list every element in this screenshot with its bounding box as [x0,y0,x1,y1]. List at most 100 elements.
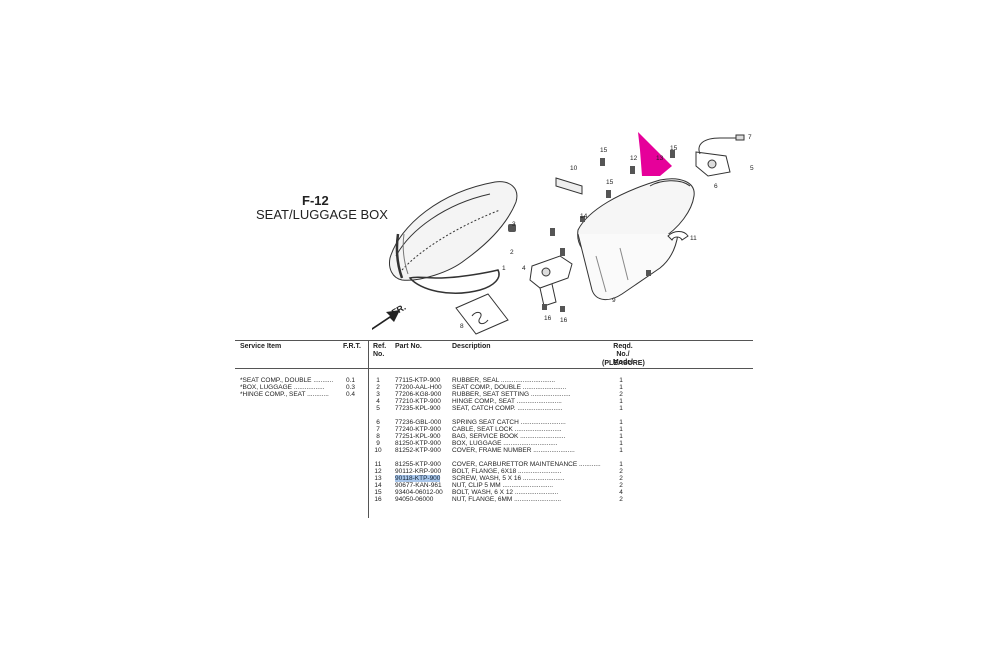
luggage-box-drawing [577,178,695,300]
part-quantity: 1 [619,426,623,433]
part-row[interactable]: 6 77236-GBL-000 SPRING SEAT CATCH ......… [370,419,640,426]
part-row[interactable]: 2 77200-AAL-H00 SEAT COMP., DOUBLE .....… [370,384,640,391]
part-description: BAG, SERVICE BOOK ......................… [452,433,566,440]
part-row[interactable]: 3 77206-KG8-900 RUBBER, SEAT SETTING ...… [370,391,640,398]
table-divider [368,340,369,518]
callout-label: 1 [502,265,506,272]
part-number: 93404-06012-00 [395,489,443,496]
part-quantity: 2 [619,475,623,482]
part-number: 77115-KTP-900 [395,377,441,384]
part-number: 90112-KRP-900 [395,468,442,475]
part-description: BOLT, WASH, 6 X 12 .....................… [452,489,559,496]
part-quantity: 2 [619,496,623,503]
part-description: RUBBER, SEAT SETTING ...................… [452,391,571,398]
part-quantity: 2 [619,482,623,489]
header-service-item: Service Item [240,343,282,350]
part-row[interactable]: 4 77210-KTP-900 HINGE COMP., SEAT ......… [370,398,640,405]
service-item-row: *BOX, LUGGAGE ................. 0.3 [240,384,360,391]
part-row[interactable]: 10 81252-KTP-900 COVER, FRAME NUMBER ...… [370,447,640,454]
callout-label: 16 [560,317,568,324]
part-ref: 3 [376,391,380,398]
front-direction-arrow [372,310,400,330]
service-item-row: *HINGE COMP., SEAT ............ 0.4 [240,391,360,398]
highlight-marker [638,132,672,176]
callout-label: 11 [690,235,697,242]
part-description: NUT, FLANGE, 6MM .......................… [452,496,562,503]
part-row[interactable]: 14 90677-KAN-961 NUT, CLIP 5 MM ........… [370,482,640,489]
part-quantity: 1 [619,433,623,440]
part-ref: 11 [374,461,382,468]
figure-code: F-12 [302,193,329,208]
part-quantity: 4 [619,489,623,496]
header-ref-no: Ref. No. [373,343,387,358]
service-book-bag-drawing [455,293,509,335]
figure-title: SEAT/LUGGAGE BOX [256,207,388,222]
part-ref: 5 [376,405,380,412]
header-model: (PLEASURE) [602,360,645,367]
part-ref: 14 [374,482,382,489]
part-ref: 16 [374,496,382,503]
part-quantity: 2 [619,391,623,398]
part-row[interactable]: 11 81255-KTP-900 COVER, CARBURETTOR MAIN… [370,461,640,468]
part-row[interactable]: 9 81250-KTP-900 BOX, LUGGAGE ...........… [370,440,640,447]
part-row[interactable]: 7 77240-KTP-900 CABLE, SEAT LOCK .......… [370,426,640,433]
part-ref: 6 [376,419,380,426]
part-number: 90118-KTP-900 [395,475,441,482]
part-row[interactable]: 15 93404-06012-00 BOLT, WASH, 6 X 12 ...… [370,489,640,496]
fastener-drawings [508,150,675,312]
part-description: CABLE, SEAT LOCK .......................… [452,426,562,433]
part-quantity: 1 [619,440,623,447]
seal-rubber-drawing [408,269,500,294]
part-number: 77236-GBL-000 [395,419,442,426]
part-row[interactable]: 8 77251-KPL-900 BAG, SERVICE BOOK ......… [370,433,640,440]
part-number: 77210-KTP-900 [395,398,441,405]
part-quantity: 1 [619,377,623,384]
part-row[interactable]: 1 77115-KTP-900 RUBBER, SEAL ...........… [370,377,640,384]
carburettor-cover-drawing [667,231,689,241]
part-ref: 7 [376,426,380,433]
part-number: 90677-KAN-961 [395,482,442,489]
header-part-no: Part No. [395,343,422,350]
callout-label: 14 [580,213,588,220]
frame-number-cover-drawing [555,177,583,195]
part-row[interactable]: 12 90112-KRP-900 BOLT, FLANGE, 6X18 ....… [370,468,640,475]
part-ref: 4 [376,398,380,405]
part-quantity: 1 [619,419,623,426]
part-row[interactable]: 16 94050-06000 NUT, FLANGE, 6MM ........… [370,496,640,503]
service-item-frt: 0.4 [346,391,356,398]
callout-label: 13 [656,155,664,162]
part-number: 77206-KG8-900 [395,391,442,398]
part-number: 77235-KPL-900 [395,405,441,412]
part-row-selected[interactable]: 13 90118-KTP-900 SCREW, WASH, 5 X 16 ...… [370,475,640,482]
part-description: SEAT, CATCH COMP. ......................… [452,405,563,412]
service-item-name: *HINGE COMP., SEAT ............ [240,391,329,398]
service-item-row: *SEAT COMP., DOUBLE ........... 0.1 [240,377,360,384]
part-description: RUBBER, SEAL ...........................… [452,377,556,384]
part-description: SCREW, WASH, 5 X 16 ....................… [452,475,565,482]
seat-catch-drawing [695,134,745,177]
part-ref: 1 [376,377,380,384]
callout-label: 9 [612,297,616,304]
callout-label: 10 [570,165,578,172]
part-description: HINGE COMP., SEAT ......................… [452,398,562,405]
part-description: BOLT, FLANGE, 6X18 .....................… [452,468,562,475]
part-ref: 15 [374,489,382,496]
callout-label: 15 [600,147,608,154]
service-item-frt: 0.3 [346,384,356,391]
part-number: 81255-KTP-900 [395,461,441,468]
part-description: COVER, CARBURETTOR MAINTENANCE .........… [452,461,601,468]
part-row[interactable]: 5 77235-KPL-900 SEAT, CATCH COMP. ......… [370,405,640,412]
part-number: 77240-KTP-900 [395,426,441,433]
callout-label: 4 [522,265,526,272]
part-description: BOX, LUGGAGE ...........................… [452,440,558,447]
service-item-name: *BOX, LUGGAGE ................. [240,384,325,391]
part-description: SEAT COMP., DOUBLE .....................… [452,384,567,391]
part-quantity: 1 [619,405,623,412]
part-quantity: 1 [619,384,623,391]
part-quantity: 1 [619,398,623,405]
callout-label: 16 [544,315,552,322]
front-direction-label: FR. [390,302,408,318]
callout-label: 15 [606,179,614,186]
header-frt: F.R.T. [343,343,361,350]
